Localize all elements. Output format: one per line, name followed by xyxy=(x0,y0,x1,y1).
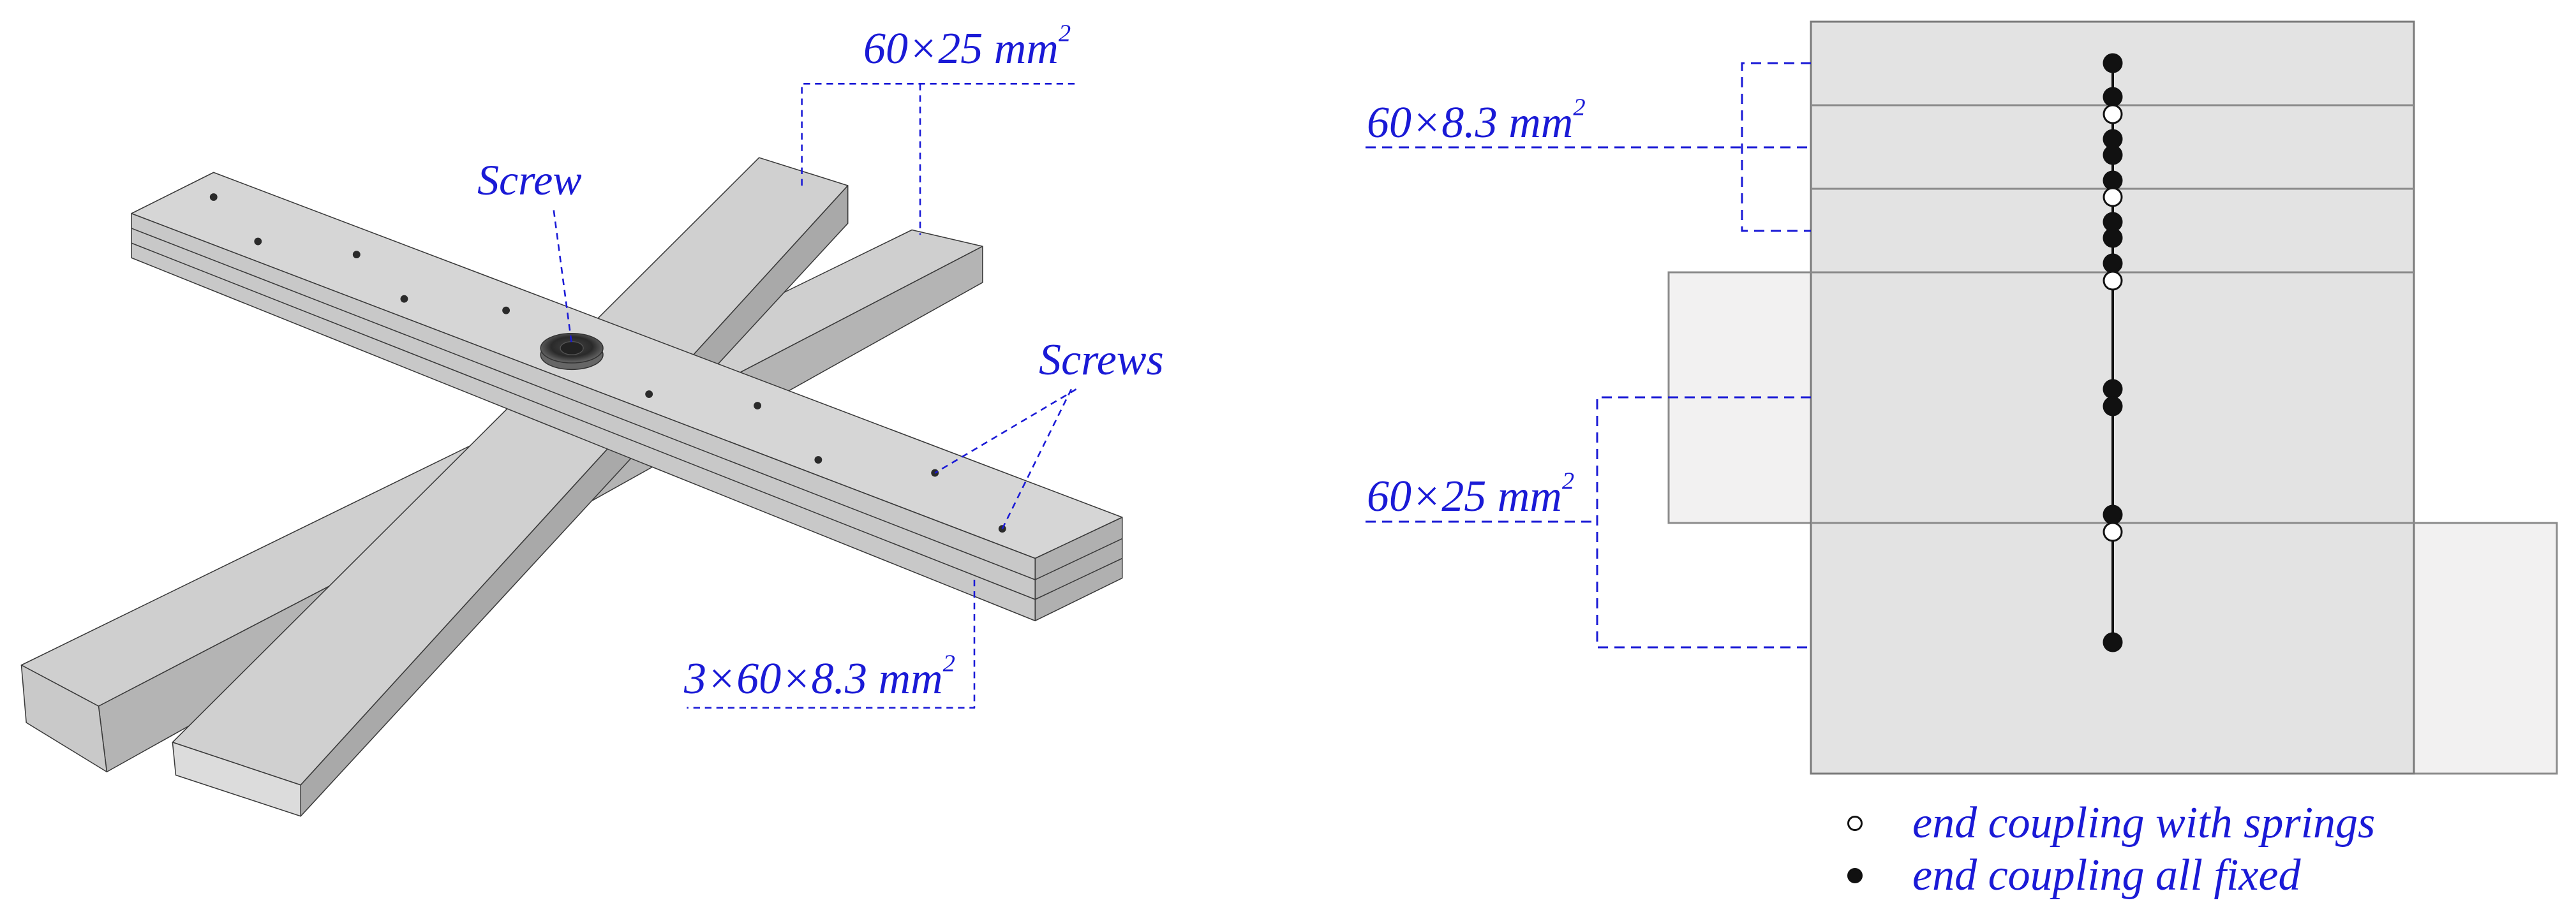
fixed-node-icon xyxy=(2103,170,2123,191)
legend-item-fixed: end coupling all fixed xyxy=(1847,853,2300,898)
plate-three-layers xyxy=(131,172,1123,622)
spring-node-icon xyxy=(2103,104,2123,124)
fixed-node-icon xyxy=(2103,379,2123,399)
fixed-node-icon xyxy=(2103,145,2123,165)
label-screw: Screw xyxy=(477,156,582,204)
legend-label: end coupling with springs xyxy=(1912,798,2376,848)
spring-node-icon xyxy=(2103,270,2123,291)
screw-icon xyxy=(540,332,604,371)
beam-front xyxy=(172,157,849,817)
fixed-node-icon xyxy=(2103,504,2123,525)
fixed-node-icon xyxy=(2103,632,2123,652)
open-circle-icon xyxy=(1847,816,1863,831)
annotation-leaders xyxy=(553,83,1077,709)
fixed-node-icon xyxy=(2103,53,2123,73)
fixed-node-icon xyxy=(2103,228,2123,248)
label-layer-size: 60×8.3 mm2 xyxy=(1367,94,1586,147)
fixed-node-icon xyxy=(2103,253,2123,274)
spring-node-icon xyxy=(2103,187,2123,207)
dimension-brackets xyxy=(1366,62,1811,649)
fixed-node-icon xyxy=(2103,87,2123,107)
label-beam-size-section: 60×25 mm2 xyxy=(1367,467,1575,521)
assembly-3d-view xyxy=(20,83,1123,817)
filled-circle-icon xyxy=(1847,868,1863,883)
legend-label: end coupling all fixed xyxy=(1912,851,2301,900)
coupling-nodes xyxy=(2103,53,2123,652)
label-screws: Screws xyxy=(1039,335,1164,385)
lower-beam-right-extension xyxy=(2413,522,2558,775)
label-beam-size-3d: 60×25 mm2 xyxy=(863,20,1071,73)
spring-node-icon xyxy=(2103,522,2123,542)
cross-section-diagram xyxy=(1366,20,2558,775)
legend-item-springs: end coupling with springs xyxy=(1847,801,2375,846)
fixed-node-icon xyxy=(2103,396,2123,416)
screw-holes xyxy=(209,193,1006,533)
label-plate-size: 3×60×8.3 mm2 xyxy=(684,650,955,703)
